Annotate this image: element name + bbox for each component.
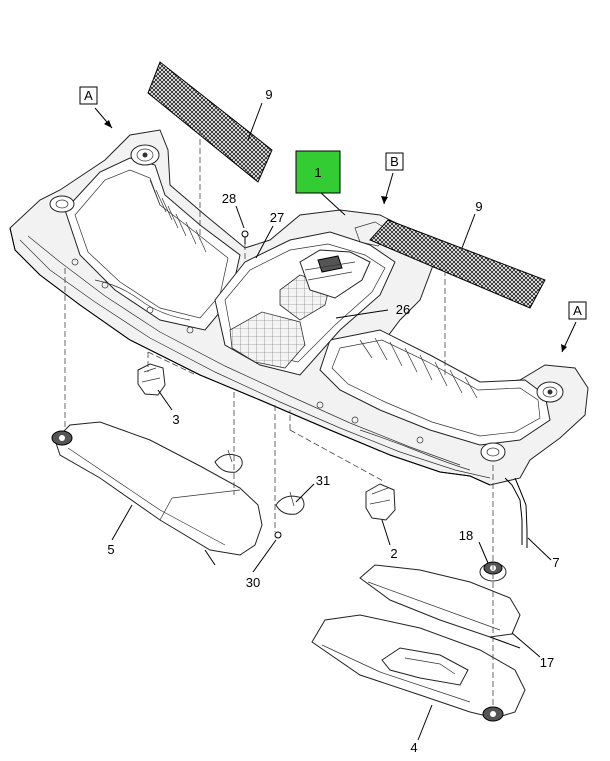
- callout-17: 17: [540, 655, 554, 670]
- highlight-box: [295, 150, 341, 194]
- callout-31: 31: [316, 473, 330, 488]
- callout-3: 3: [172, 412, 179, 427]
- visor-mirror-17: [359, 564, 521, 649]
- view-label-a-right: A: [573, 303, 582, 318]
- callout-27: 27: [270, 210, 284, 225]
- sun-visor-5: [51, 421, 263, 566]
- callout-5: 5: [107, 542, 114, 557]
- callout-2: 2: [390, 546, 397, 561]
- mesh-pad-upper: [147, 61, 273, 183]
- hook-31: [275, 491, 305, 515]
- callout-9-upper: 9: [265, 87, 272, 102]
- view-arrows: [94, 107, 577, 353]
- view-label-a-left: A: [84, 88, 93, 103]
- view-label-b: B: [390, 154, 399, 169]
- callout-4: 4: [410, 740, 417, 755]
- callout-30: 30: [246, 575, 260, 590]
- callout-18: 18: [459, 528, 473, 543]
- view-box-a-right: A: [568, 301, 587, 320]
- callout-9-right: 9: [475, 199, 482, 214]
- callouts: 1 9 9 28 27 26 3 31 2 5 30 7 18 17 4: [107, 87, 559, 755]
- leader-lines: [111, 102, 552, 741]
- screw-28: [241, 230, 249, 244]
- hook-upper: [214, 449, 243, 473]
- guide-lines: [64, 130, 494, 705]
- screw-30: [274, 531, 282, 539]
- headliner-panel: [9, 129, 589, 548]
- callout-1: 1: [314, 165, 321, 180]
- callout-26: 26: [396, 302, 410, 317]
- sun-visor-4: [311, 614, 526, 722]
- callout-28: 28: [222, 191, 236, 206]
- view-box-a-left: A: [79, 86, 98, 105]
- clip-3: [137, 363, 166, 396]
- callout-7: 7: [552, 555, 559, 570]
- view-box-b: B: [385, 152, 404, 171]
- clip-2: [365, 483, 396, 521]
- mesh-pad-right: [369, 219, 546, 309]
